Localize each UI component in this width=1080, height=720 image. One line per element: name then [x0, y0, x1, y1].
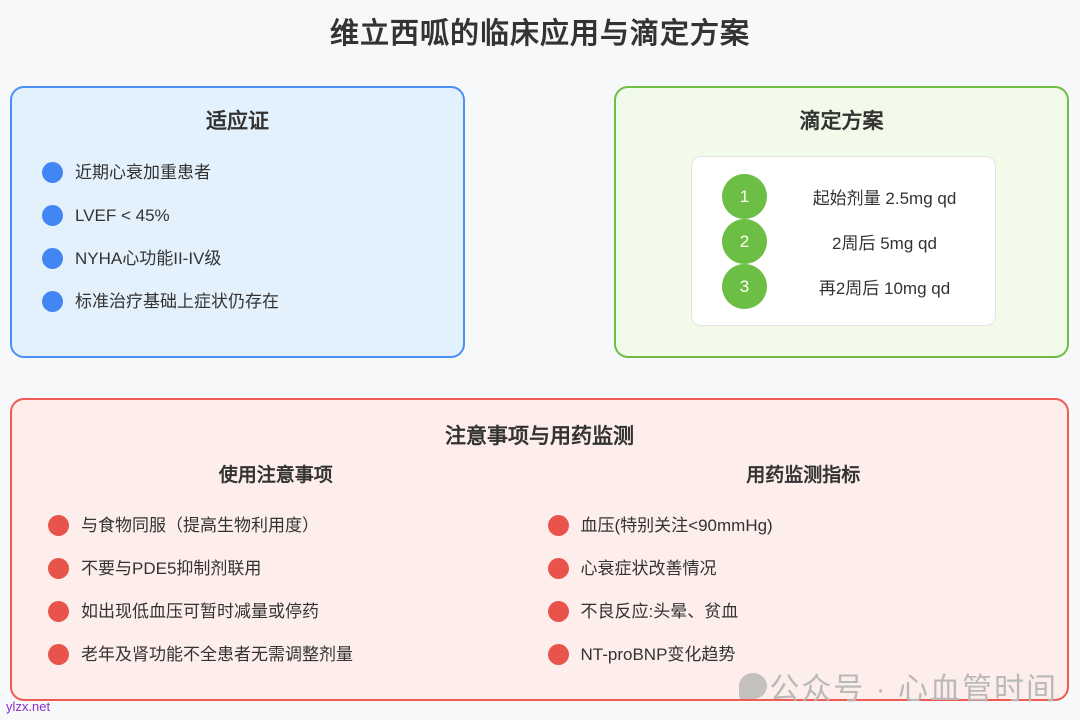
bullet-dot-icon: [48, 644, 69, 665]
site-tag: ylzx.net: [6, 699, 51, 714]
list-item-label: 心衰症状改善情况: [580, 558, 717, 578]
titration-card-title: 滴定方案: [799, 110, 884, 133]
step-label: 起始剂量 2.5mg qd: [812, 189, 957, 208]
step-label: 再2周后 10mg qd: [818, 279, 951, 298]
page-title: 维立西呱的临床应用与滴定方案: [329, 18, 750, 50]
bullet-dot-icon: [42, 291, 63, 312]
bullet-dot-icon: [547, 644, 569, 665]
list-item-label: NT-proBNP变化趋势: [580, 644, 736, 664]
step-number-badge: 3: [722, 264, 767, 309]
list-item: 3 再2周后 10mg qd: [692, 264, 995, 309]
list-item: 1 起始剂量 2.5mg qd: [692, 174, 995, 219]
list-item-label: 老年及肾功能不全患者无需调整剂量: [81, 644, 353, 664]
list-item: 与食物同服（提高生物利用度）: [48, 504, 540, 547]
indications-list: 近期心衰加重患者 LVEF < 45% NYHA心功能II-IV级 标准治疗基础…: [12, 151, 463, 323]
precautions-list: 与食物同服（提高生物利用度） 不要与PDE5抑制剂联用 如出现低血压可暂时减量或…: [12, 504, 540, 676]
warnings-card-title: 注意事项与用药监测: [445, 425, 634, 448]
bullet-dot-icon: [42, 205, 63, 226]
list-item-label: 与食物同服（提高生物利用度）: [81, 515, 319, 535]
indications-card: 适应证 近期心衰加重患者 LVEF < 45% NYHA心功能II-IV级 标准…: [10, 86, 465, 358]
bullet-dot-icon: [42, 162, 63, 183]
list-item: LVEF < 45%: [42, 194, 463, 237]
list-item-label: 不要与PDE5抑制剂联用: [81, 558, 262, 578]
warnings-column-monitoring: 用药监测指标 血压(特别关注<90mmHg) 心衰症状改善情况 不良反应:头晕、…: [540, 462, 1068, 676]
list-item: 如出现低血压可暂时减量或停药: [48, 590, 540, 633]
monitoring-subtitle: 用药监测指标: [746, 465, 861, 486]
monitoring-list: 血压(特别关注<90mmHg) 心衰症状改善情况 不良反应:头晕、贫血 NT-p…: [540, 504, 1068, 676]
list-item-label: 如出现低血压可暂时减量或停药: [81, 601, 319, 621]
step-label: 2周后 5mg qd: [832, 234, 937, 253]
list-item: 不良反应:头晕、贫血: [547, 590, 1068, 633]
list-item: 不要与PDE5抑制剂联用: [48, 547, 540, 590]
warnings-card: 注意事项与用药监测 使用注意事项 与食物同服（提高生物利用度） 不要与PDE5抑…: [10, 398, 1069, 701]
bullet-dot-icon: [42, 248, 63, 269]
list-item-label: 不良反应:头晕、贫血: [580, 601, 739, 621]
list-item: NT-proBNP变化趋势: [547, 633, 1068, 676]
bullet-dot-icon: [547, 558, 569, 579]
bullet-dot-icon: [48, 515, 69, 536]
list-item: 近期心衰加重患者: [42, 151, 463, 194]
list-item: 血压(特别关注<90mmHg): [547, 504, 1068, 547]
list-item-label: 血压(特别关注<90mmHg): [580, 515, 773, 535]
step-number-badge: 1: [722, 174, 767, 219]
titration-steps: 1 起始剂量 2.5mg qd 2 2周后 5mg qd 3 再2周后 10mg…: [692, 157, 995, 325]
titration-steps-panel: 1 起始剂量 2.5mg qd 2 2周后 5mg qd 3 再2周后 10mg…: [691, 156, 996, 326]
list-item-label: NYHA心功能II-IV级: [75, 248, 222, 268]
list-item: 标准治疗基础上症状仍存在: [42, 280, 463, 323]
list-item: 心衰症状改善情况: [547, 547, 1068, 590]
precautions-subtitle: 使用注意事项: [218, 465, 333, 486]
step-number-badge: 2: [722, 219, 767, 264]
warnings-column-precautions: 使用注意事项 与食物同服（提高生物利用度） 不要与PDE5抑制剂联用 如出现低血…: [12, 462, 540, 676]
list-item: 老年及肾功能不全患者无需调整剂量: [48, 633, 540, 676]
list-item: 2 2周后 5mg qd: [692, 219, 995, 264]
list-item-label: LVEF < 45%: [75, 205, 170, 225]
bullet-dot-icon: [48, 601, 69, 622]
list-item: NYHA心功能II-IV级: [42, 237, 463, 280]
bullet-dot-icon: [48, 558, 69, 579]
titration-card: 滴定方案 1 起始剂量 2.5mg qd 2 2周后 5mg qd 3 再2周后…: [614, 86, 1069, 358]
bullet-dot-icon: [547, 515, 569, 536]
list-item-label: 标准治疗基础上症状仍存在: [75, 291, 279, 311]
bullet-dot-icon: [547, 601, 569, 622]
indications-card-title: 适应证: [206, 110, 269, 133]
list-item-label: 近期心衰加重患者: [75, 162, 211, 182]
warnings-columns: 使用注意事项 与食物同服（提高生物利用度） 不要与PDE5抑制剂联用 如出现低血…: [12, 462, 1067, 676]
